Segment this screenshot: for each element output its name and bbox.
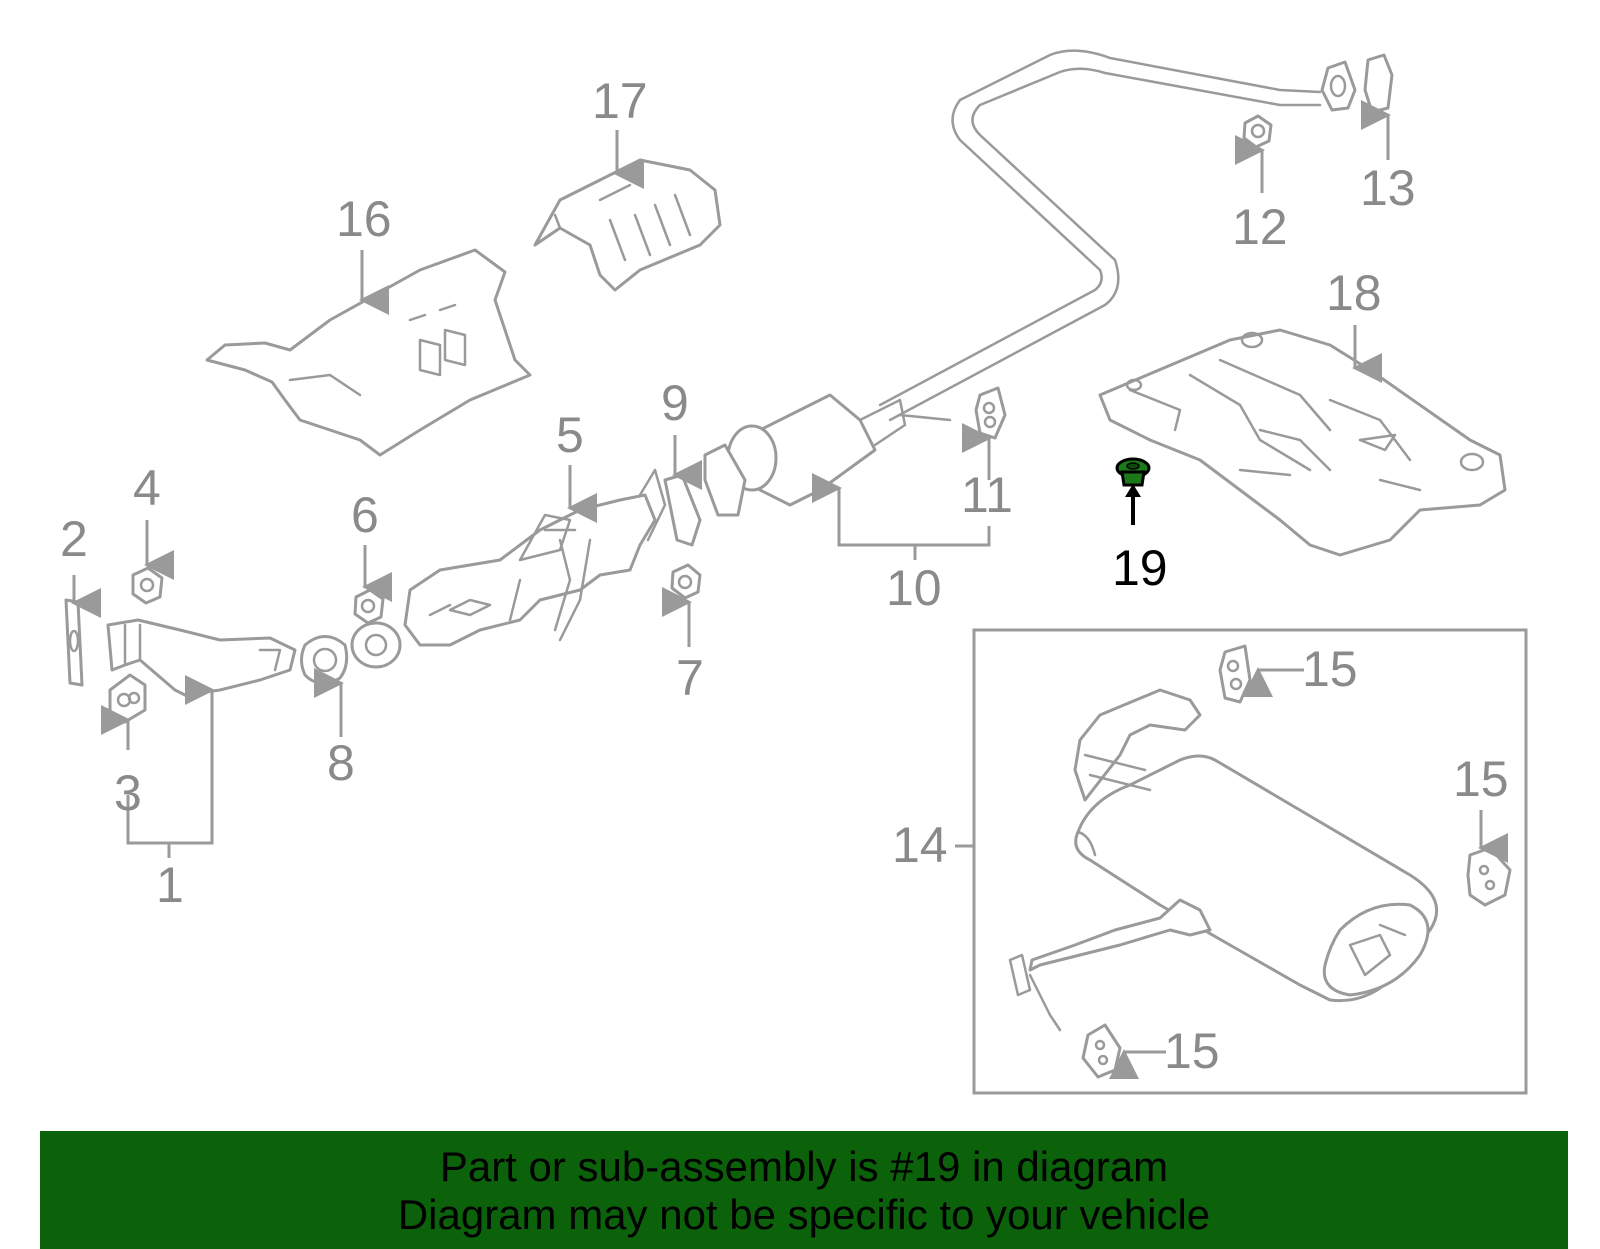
callout-labels: 1 2 3 4 5 6 7 8 9 10 11 12 13 14 15 15 1… — [60, 73, 1509, 1079]
callout-2: 2 — [60, 511, 88, 567]
rear-muffler-part — [1008, 688, 1439, 1032]
callout-9: 9 — [661, 375, 689, 431]
heat-shield-upper-part — [533, 158, 722, 292]
underbody-cover-part — [1098, 328, 1507, 557]
part-info-banner: Part or sub-assembly is #19 in diagram D… — [40, 1131, 1568, 1249]
callout-16: 16 — [336, 191, 392, 247]
callout-6: 6 — [351, 487, 379, 543]
catalytic-converter-part — [703, 393, 952, 517]
callout-17: 17 — [592, 73, 648, 129]
callout-15-top: 15 — [1302, 641, 1358, 697]
callout-14: 14 — [892, 817, 948, 873]
nut-6-part — [353, 588, 385, 625]
callout-10: 10 — [886, 560, 942, 616]
hanger-3-part — [108, 673, 147, 724]
hanger-15a-part — [1218, 644, 1252, 704]
callout-12: 12 — [1232, 199, 1288, 255]
gasket-13-part — [1320, 53, 1394, 114]
gasket-2-part — [64, 598, 84, 687]
banner-line-part-number: Part or sub-assembly is #19 in diagram — [439, 1143, 1169, 1190]
callout-5: 5 — [556, 407, 584, 463]
front-pipe-part — [106, 618, 297, 697]
callout-11: 11 — [961, 467, 1013, 523]
callout-3: 3 — [114, 765, 142, 821]
nut-7-part — [670, 563, 702, 600]
callout-7: 7 — [676, 650, 704, 706]
callout-8: 8 — [327, 735, 355, 791]
exhaust-pipe-part — [878, 49, 1322, 422]
nut-12-part — [1242, 114, 1273, 149]
callout-4: 4 — [133, 460, 161, 516]
banner-line-disclaimer: Diagram may not be specific to your vehi… — [397, 1191, 1211, 1238]
front-catalyst-part — [350, 468, 667, 669]
callout-13: 13 — [1360, 160, 1416, 216]
nut-4-part — [131, 566, 164, 605]
callout-15-bottom: 15 — [1164, 1023, 1220, 1079]
leader-lines — [71, 100, 1508, 1079]
clip-19-part — [1115, 457, 1151, 487]
hanger-11-part — [974, 386, 1007, 440]
callout-15-right: 15 — [1453, 751, 1509, 807]
gasket-9-part — [663, 473, 702, 547]
callout-19-highlighted: 19 — [1112, 540, 1168, 596]
heat-shield-lower-part — [205, 248, 532, 457]
callout-1: 1 — [156, 857, 184, 913]
callout-18: 18 — [1326, 265, 1382, 321]
gasket-8-part — [300, 635, 349, 685]
